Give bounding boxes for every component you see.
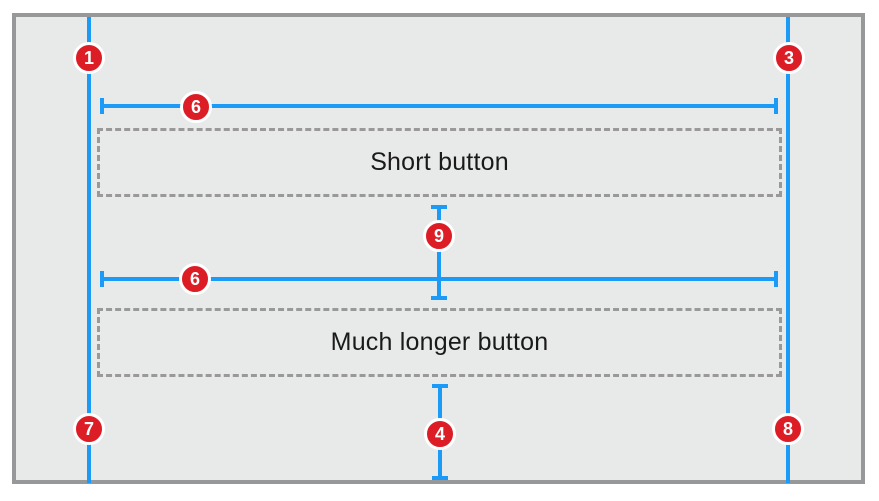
constraint-badge-6b: 6 xyxy=(179,263,211,295)
long-button-placeholder: Much longer button xyxy=(97,308,782,377)
measure-bar xyxy=(100,104,778,108)
measure-left-cap xyxy=(100,271,104,287)
measure-bottom-cap xyxy=(432,476,448,480)
constraint-badge-7: 7 xyxy=(73,413,105,445)
constraint-badge-1: 1 xyxy=(73,42,105,74)
right-margin-guide-line xyxy=(786,17,790,483)
left-margin-guide-line xyxy=(87,17,91,483)
long-button-label: Much longer button xyxy=(330,328,549,356)
measure-right-cap xyxy=(774,98,778,114)
top-width-constraint-line xyxy=(100,98,778,114)
measure-top-cap xyxy=(432,384,448,388)
measure-bar xyxy=(437,205,441,300)
short-button-label: Short button xyxy=(370,148,509,176)
constraint-badge-9: 9 xyxy=(423,220,455,252)
constraint-badge-4: 4 xyxy=(424,418,456,450)
measure-left-cap xyxy=(100,98,104,114)
constraint-badge-8: 8 xyxy=(772,413,804,445)
measure-bottom-cap xyxy=(431,296,447,300)
measure-right-cap xyxy=(774,271,778,287)
inter-button-spacing-line xyxy=(431,205,447,300)
measure-top-cap xyxy=(431,205,447,209)
constraint-badge-6a: 6 xyxy=(180,91,212,123)
short-button-placeholder: Short button xyxy=(97,128,782,197)
constraint-badge-3: 3 xyxy=(773,42,805,74)
